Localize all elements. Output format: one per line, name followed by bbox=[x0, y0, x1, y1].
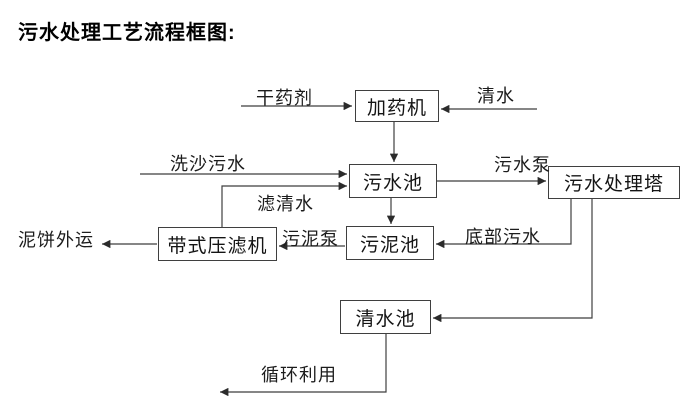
node-sludge-pool: 污泥池 bbox=[346, 226, 434, 260]
edge-label-dry-chemical: 干药剂 bbox=[256, 88, 313, 108]
node-dosing-machine: 加药机 bbox=[355, 90, 439, 122]
edge-label-bottom-sewage: 底部污水 bbox=[465, 227, 541, 247]
node-belt-filter-press: 带式压滤机 bbox=[158, 227, 277, 261]
node-clean-water-pool: 清水池 bbox=[340, 300, 431, 334]
arrow-filtered-water-to-sewage-pool bbox=[221, 181, 347, 227]
arrow-bottom-sewage-to-sludge-pool bbox=[436, 199, 572, 249]
node-sewage-treatment-tower: 污水处理塔 bbox=[548, 166, 680, 199]
edge-label-clean-water: 清水 bbox=[477, 86, 515, 106]
edge-label-filtered-water: 滤清水 bbox=[257, 194, 314, 214]
edge-label-sewage-pump: 污水泵 bbox=[494, 155, 551, 175]
arrow-tower-to-clean-pool bbox=[433, 199, 593, 323]
edge-label-sand-washing-sewage: 洗沙污水 bbox=[170, 154, 246, 174]
edge-label-mud-cake-out: 泥饼外运 bbox=[18, 230, 94, 250]
page-title: 污水处理工艺流程框图: bbox=[18, 22, 236, 44]
arrow-recycle-out bbox=[219, 334, 387, 397]
edge-label-recycle: 循环利用 bbox=[261, 365, 337, 385]
edge-label-sludge-pump: 污泥泵 bbox=[282, 229, 339, 249]
node-sewage-pool: 污水池 bbox=[349, 164, 437, 198]
